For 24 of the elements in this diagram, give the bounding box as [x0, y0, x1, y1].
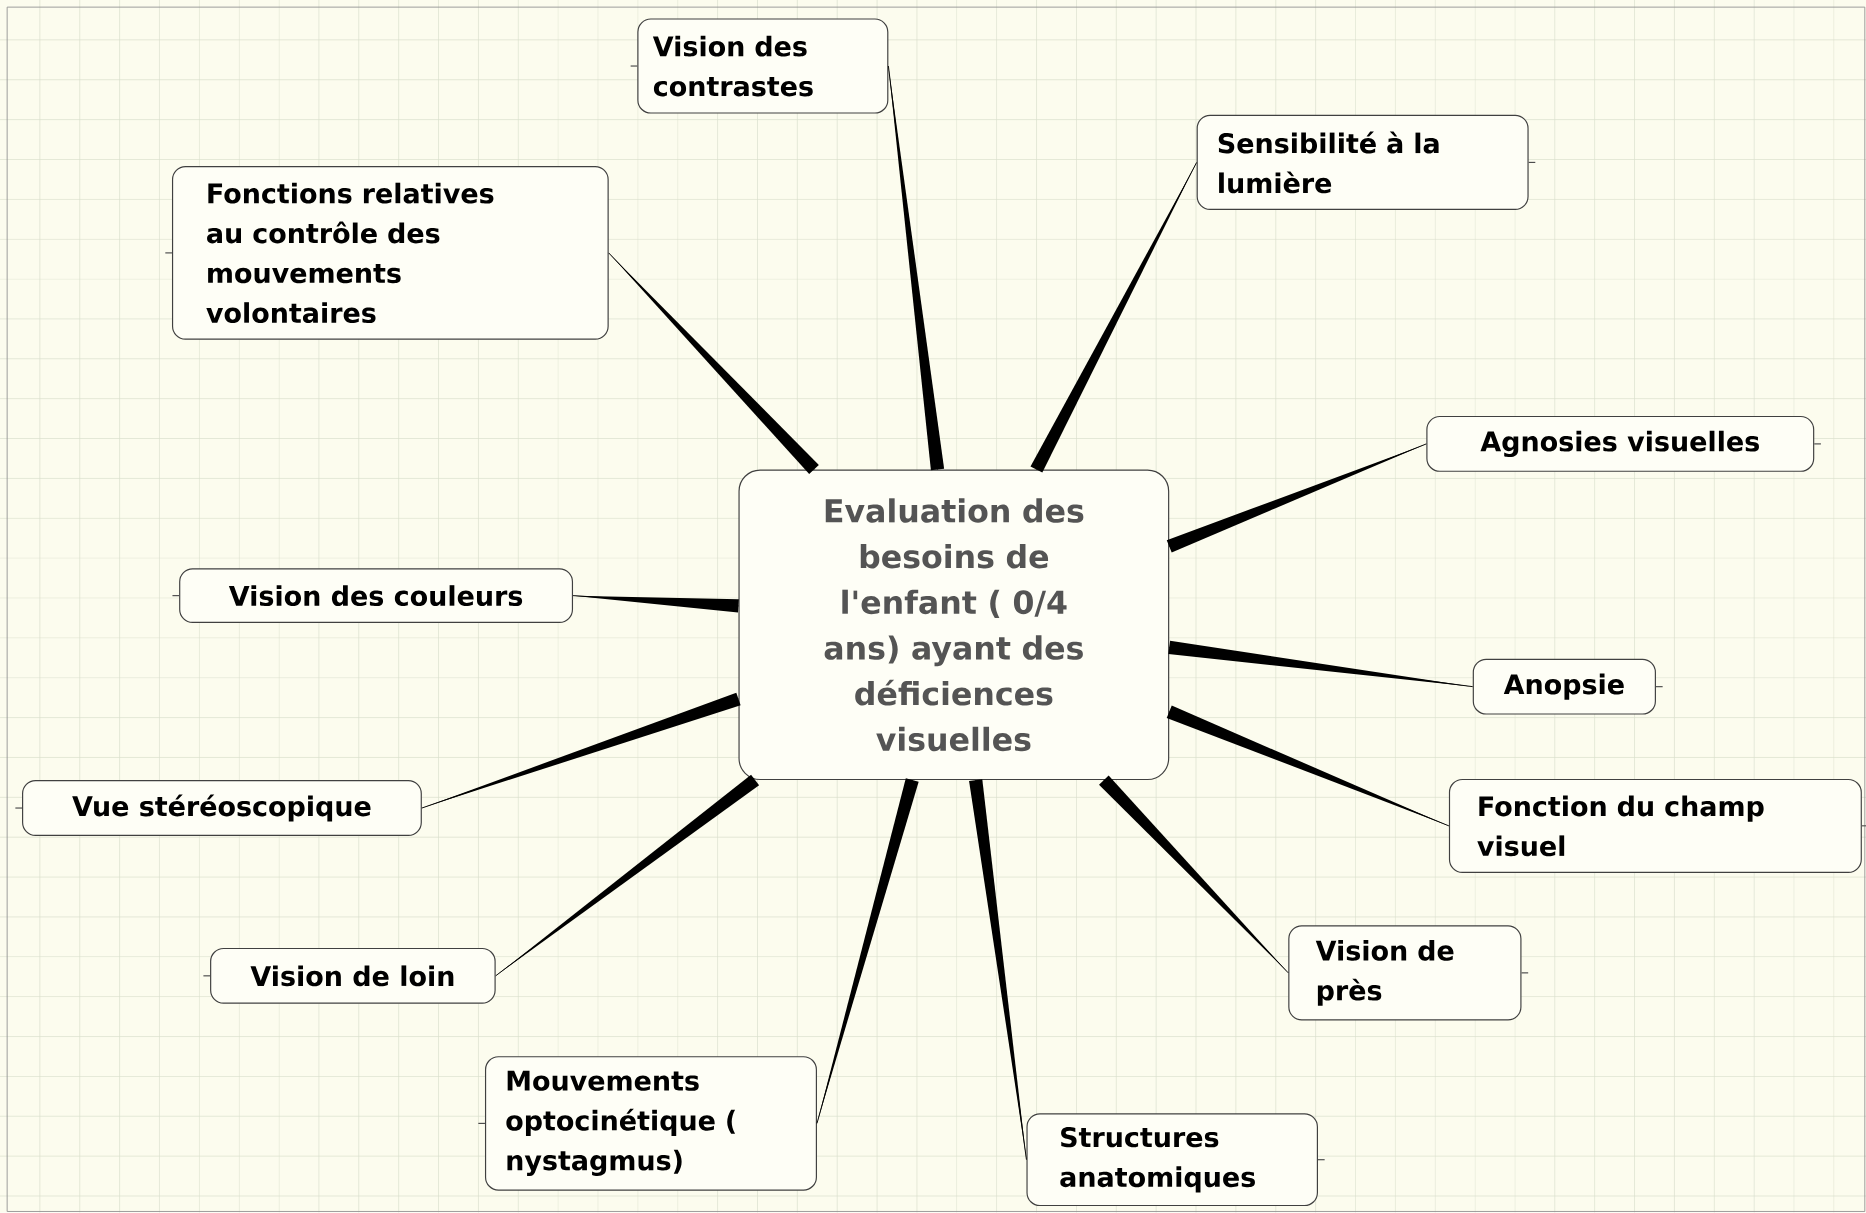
topic-box: Structures anatomiques	[1026, 1113, 1318, 1207]
branch-connector	[1168, 640, 1474, 688]
topic-box: Vision de près	[1288, 925, 1522, 1021]
topic-box: Vision des couleurs	[179, 568, 574, 624]
branch-connector	[816, 778, 919, 1125]
branch-connector	[969, 779, 1027, 1161]
topic-box: Fonction du champ visuel	[1448, 779, 1862, 874]
branch-connector	[1166, 705, 1450, 827]
branch-connector	[608, 252, 819, 475]
branch-connector	[495, 774, 760, 977]
topic-box: Mouvements optocinétique ( nystagmus)	[484, 1056, 817, 1191]
topic-box: Sensibilité à la lumière	[1196, 115, 1529, 211]
central-topic-box: Evaluation des besoins de l'enfant ( 0/4 ans) ayant des déficiences visuelles	[738, 469, 1170, 781]
topic-box: Anopsie	[1472, 658, 1656, 715]
branch-connector	[887, 65, 945, 471]
branch-connector	[1099, 775, 1289, 974]
topic-box: Fonctions relatives au contrôle des mouvements volontaires	[171, 166, 609, 340]
topic-box: Vision des contrastes	[637, 18, 889, 114]
branch-connector	[1166, 443, 1427, 553]
branch-connector	[572, 595, 739, 613]
topic-box: Agnosies visuelles	[1426, 416, 1815, 473]
branch-connector	[1030, 162, 1198, 473]
topic-box: Vue stéréoscopique	[22, 780, 422, 837]
topic-box: Vision de loin	[210, 948, 496, 1004]
